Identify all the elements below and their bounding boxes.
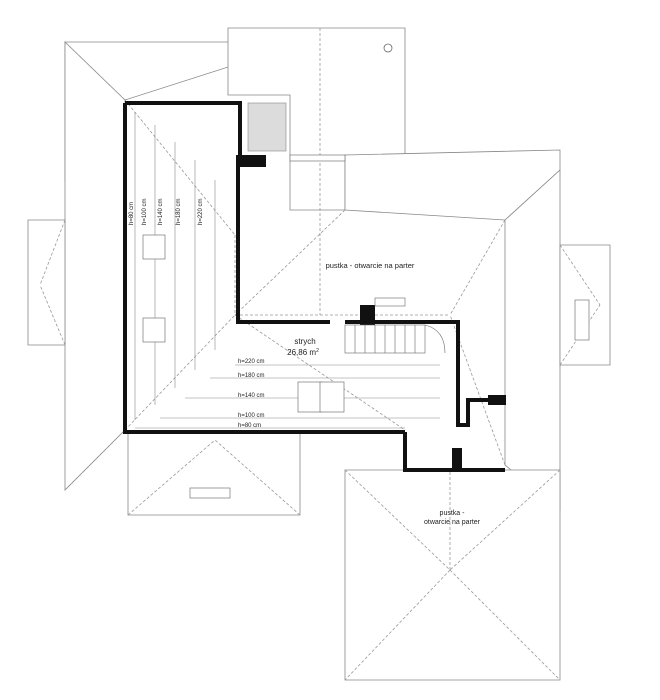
roof-slopes (27, 27, 611, 681)
roof-slope-bottom-gable (127, 431, 301, 516)
height-labels-horizontal: h=220 cm h=180 cm h=140 cm h=100 cm h=80… (238, 359, 265, 429)
ridge-lines (39, 28, 601, 681)
void-label-upper: pustka - otwarcie na parter (326, 261, 415, 270)
roof-window (574, 299, 590, 341)
room-area-attic: 26,86 m2 (287, 348, 319, 357)
roof-window (289, 154, 346, 162)
height-label: h=100 cm (238, 413, 265, 419)
roof-windows (142, 154, 590, 499)
height-label: h=220 cm (198, 198, 204, 225)
void-label-lower-line1: pustka - (440, 510, 466, 517)
height-label: h=140 cm (158, 198, 164, 225)
roof-dormer-left (27, 219, 66, 346)
staircase (344, 297, 446, 354)
roof-slope-bottom-right (344, 469, 561, 681)
chimney-area (247, 102, 287, 152)
height-label: h=100 cm (142, 198, 148, 225)
roof-slope-left (64, 41, 126, 491)
height-label: h=180 cm (238, 373, 265, 379)
height-label: h=180 cm (176, 198, 182, 225)
height-label: h=140 cm (238, 393, 265, 399)
vent-circle (383, 43, 393, 53)
roof-window (189, 487, 231, 499)
attic-walls (123, 101, 506, 472)
height-label: h=80 cm (129, 202, 135, 225)
roof-slope-right (504, 169, 561, 511)
height-label: h=80 cm (238, 423, 261, 429)
void-label-lower-line2: otwarcie na parter (424, 519, 481, 526)
roof-window (142, 234, 166, 260)
roof-window (142, 317, 166, 343)
roof-window (297, 381, 323, 413)
height-label: h=220 cm (238, 359, 265, 365)
roof-window (319, 381, 345, 413)
height-labels-vertical: h=80 cm h=100 cm h=140 cm h=180 cm h=220… (129, 198, 204, 225)
room-name-attic: strych (294, 337, 315, 346)
